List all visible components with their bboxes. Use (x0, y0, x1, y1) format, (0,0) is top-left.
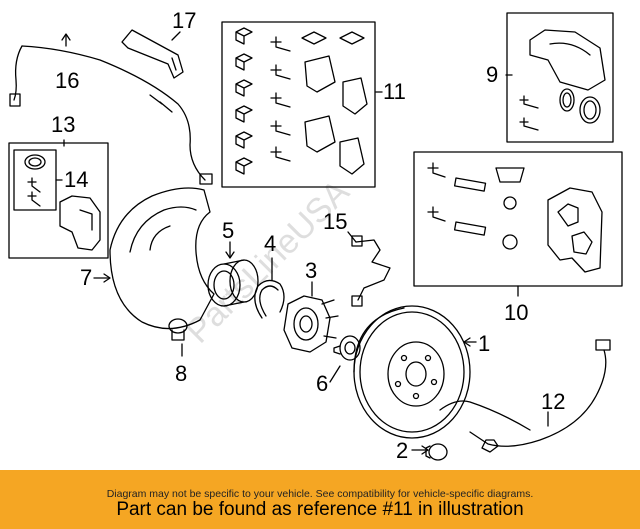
exploded-brake-diagram: PartsLineUSA (8, 8, 623, 463)
brake-rotor-drawing (353, 305, 471, 439)
compatibility-banner (0, 470, 640, 529)
splash-shield-drawing (109, 187, 215, 330)
label-actuator-kit[interactable]: 13 (51, 112, 75, 137)
harness-bracket-drawing (121, 29, 184, 79)
hub-flange-drawing (283, 295, 339, 353)
reference-prefix: Part can be found as reference # (116, 499, 394, 520)
reference-number: 11 (393, 499, 413, 520)
wear-sensor-drawing (439, 339, 611, 453)
box-actuator-kit (8, 142, 109, 259)
label-caliper-repair-kit[interactable]: 9 (486, 62, 498, 87)
rotor-screw-drawing (425, 443, 448, 461)
label-shield-bolt[interactable]: 8 (175, 361, 187, 386)
reference-suffix: in illustration (412, 499, 524, 520)
label-wheel-bearing[interactable]: 5 (222, 218, 234, 243)
label-caliper-bracket-kit[interactable]: 10 (504, 300, 528, 325)
leader-lines (55, 31, 549, 455)
box-caliper-repair-kit (506, 12, 614, 143)
brake-pad-kit-drawing (235, 27, 368, 175)
diagram-disclaimer: Diagram may not be specific to your vehi… (106, 488, 534, 500)
wheel-bearing-drawing (207, 259, 259, 307)
actuator-kit-drawing (24, 154, 101, 251)
label-wear-sensor[interactable]: 12 (541, 389, 565, 414)
label-rotor-screw[interactable]: 2 (396, 438, 408, 463)
label-abs-sensor[interactable]: 15 (323, 209, 347, 234)
hub-nut-drawing (333, 335, 361, 361)
box-actuator-seal (13, 149, 57, 211)
watermark: PartsLineUSA (179, 173, 357, 351)
abs-sensor-drawing (351, 235, 391, 307)
label-sensor-harness[interactable]: 16 (55, 68, 79, 93)
label-splash-shield[interactable]: 7 (80, 265, 92, 290)
caliper-bracket-kit-drawing (427, 162, 603, 273)
caliper-repair-kit-drawing (519, 29, 606, 131)
label-brake-rotor[interactable]: 1 (478, 331, 490, 356)
sensor-harness-drawing (9, 45, 213, 185)
label-harness-bracket[interactable]: 17 (172, 8, 196, 33)
shield-bolt-drawing (168, 318, 188, 341)
label-snap-ring[interactable]: 4 (264, 231, 276, 256)
snap-ring-drawing (254, 279, 285, 319)
label-brake-pad-kit[interactable]: 11 (383, 79, 406, 104)
label-hub-flange[interactable]: 3 (305, 258, 317, 283)
reference-notice: Part can be found as reference #11 in il… (0, 499, 640, 521)
label-actuator-seal[interactable]: 14 (64, 167, 88, 192)
box-brake-pad-kit (221, 21, 376, 188)
label-hub-nut[interactable]: 6 (316, 371, 328, 396)
box-caliper-bracket-kit (413, 151, 623, 287)
